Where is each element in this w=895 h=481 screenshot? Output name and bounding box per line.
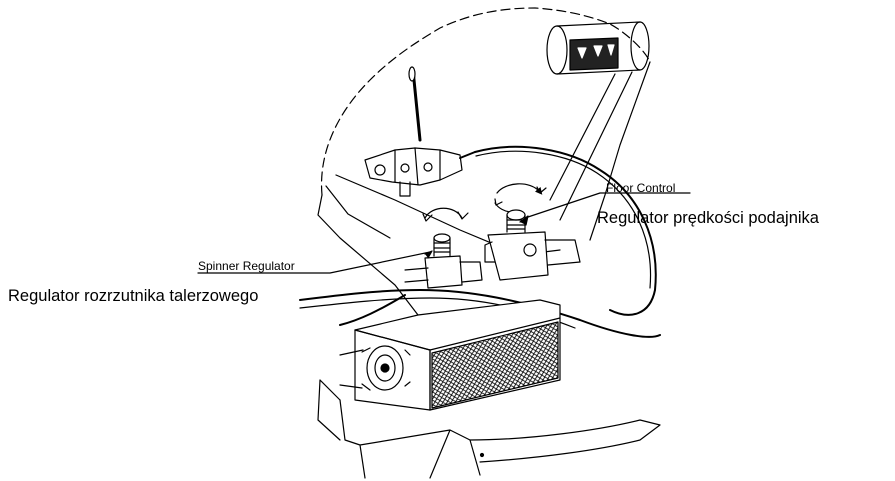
frame-rail — [469, 419, 661, 463]
oil-tank — [546, 21, 650, 75]
control-lever — [364, 66, 476, 197]
cooler-grille — [431, 321, 559, 409]
leader-floor-control — [524, 192, 691, 219]
hose-middle-1 — [299, 289, 661, 338]
oil-cooler — [354, 299, 561, 411]
hose-top — [474, 145, 657, 316]
label-floor-control-translation: Regulator prędkości podajnika — [597, 209, 819, 227]
housing-left-edge — [317, 194, 419, 316]
tank-support-line-1 — [549, 73, 616, 201]
housing-right-edge — [589, 61, 651, 241]
hose-left-down — [339, 294, 406, 326]
floor-control-valve — [484, 209, 581, 281]
label-floor-control: Floor Control — [606, 181, 676, 195]
label-spinner-regulator-translation: Regulator rozrzutnika talerzowego — [8, 287, 259, 305]
frame-beam — [317, 379, 341, 441]
spinner-regulator-valve — [404, 233, 483, 289]
frame-legs — [339, 399, 481, 479]
tank-support-line-2 — [559, 71, 633, 221]
hydraulic-motor — [339, 345, 411, 391]
leader-spinner — [197, 251, 431, 274]
housing-outline-dashed — [320, 7, 651, 196]
housing-inner-line-2 — [325, 185, 391, 239]
hose-top-inner — [475, 150, 652, 289]
rotate-arrow-floor — [496, 183, 543, 195]
label-spinner-regulator: Spinner Regulator — [198, 259, 295, 273]
